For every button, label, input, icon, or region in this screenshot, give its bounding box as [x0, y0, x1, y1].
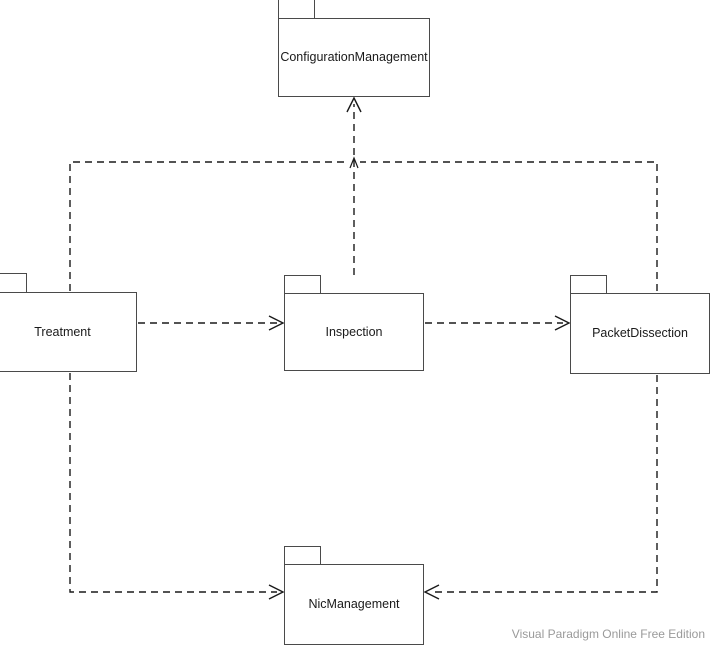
dependency-line	[69, 373, 277, 593]
dependency-packetdissection-to-nicmanagement	[423, 375, 658, 600]
open-arrowhead	[349, 156, 359, 169]
package-tab	[570, 275, 607, 294]
package-label: PacketDissection	[592, 326, 688, 340]
open-arrowhead	[554, 315, 571, 331]
open-arrowhead	[268, 315, 285, 331]
dependency-inspection-to-configurationmanagement	[346, 96, 362, 275]
package-label: Inspection	[325, 324, 383, 339]
package-body: Inspection	[284, 293, 424, 371]
dependency-line	[360, 161, 658, 291]
dependency-packetdissection-to-configurationmanagement	[360, 161, 658, 291]
package-tab	[284, 275, 321, 294]
open-arrowhead	[346, 96, 362, 113]
package-body: PacketDissection	[570, 293, 710, 374]
package-tab	[278, 0, 315, 19]
package-body: Treatment	[0, 292, 137, 372]
package-body: ConfigurationManagement	[278, 18, 430, 97]
dependency-inspection-to-packetdissection	[425, 315, 571, 331]
package-label: NicManagement	[308, 597, 400, 611]
package-body: NicManagement	[284, 564, 424, 645]
open-arrowhead	[268, 584, 285, 600]
package-tab	[0, 273, 27, 293]
dependency-treatment-to-configurationmanagement	[69, 156, 359, 291]
package-label: Treatment	[34, 324, 91, 339]
package-tab	[284, 546, 321, 565]
open-arrowhead	[423, 584, 440, 600]
dependency-line	[69, 161, 348, 291]
dependency-line	[432, 375, 658, 593]
dependency-treatment-to-inspection	[138, 315, 285, 331]
watermark-text: Visual Paradigm Online Free Edition	[511, 627, 705, 641]
dependency-treatment-to-nicmanagement	[69, 373, 285, 600]
package-label: ConfigurationManagement	[280, 50, 428, 64]
